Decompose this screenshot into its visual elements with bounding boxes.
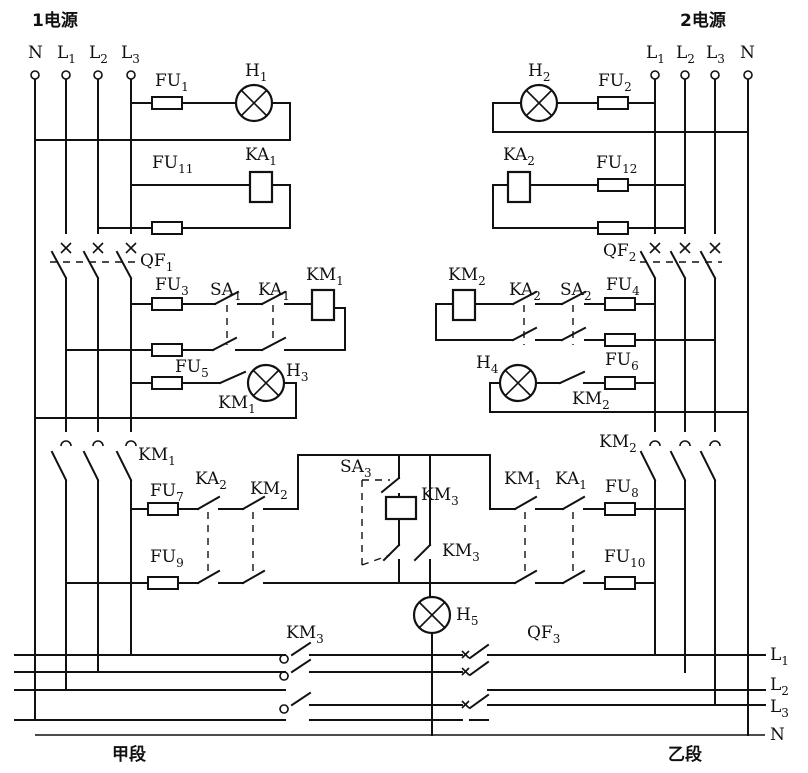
label-sa3: SA3 bbox=[340, 457, 372, 480]
fuse-fu2 bbox=[597, 96, 629, 110]
label-l2-right: L2 bbox=[676, 43, 695, 66]
title-section-a: 甲段 bbox=[112, 744, 146, 765]
label-out-l1: L1 bbox=[770, 645, 789, 668]
title-source1: 1电源 bbox=[32, 10, 78, 31]
fuse-fu1 bbox=[151, 96, 183, 110]
h2-circuit bbox=[492, 83, 749, 133]
label-km2-interlock: KM2 bbox=[250, 479, 288, 502]
label-km1-main: KM1 bbox=[138, 445, 176, 468]
fuse-h3 bbox=[151, 376, 183, 390]
label-fu12: FU12 bbox=[596, 153, 637, 176]
label-ka1: KA1 bbox=[245, 145, 277, 168]
source1-busbars bbox=[34, 79, 132, 721]
ka1-circuit bbox=[97, 170, 291, 235]
label-km2-main: KM2 bbox=[599, 432, 637, 455]
title-section-b: 乙段 bbox=[668, 744, 702, 765]
label-ka2: KA2 bbox=[503, 145, 535, 168]
coil-km1 bbox=[310, 288, 336, 322]
contactor-km3-main bbox=[279, 641, 312, 714]
label-out-l2: L2 bbox=[770, 675, 789, 698]
label-fu2: FU2 bbox=[598, 71, 632, 94]
label-fu3: FU3 bbox=[155, 275, 189, 298]
coil-km2 bbox=[451, 288, 477, 322]
label-h5: H5 bbox=[456, 605, 478, 628]
label-fu1: FU1 bbox=[155, 71, 189, 94]
label-sa1: SA1 bbox=[210, 280, 242, 303]
km1-control-circuit bbox=[34, 288, 346, 419]
label-l2-left: L2 bbox=[89, 43, 108, 66]
label-fu8: FU8 bbox=[605, 477, 639, 500]
fuse-fu8 bbox=[604, 502, 636, 516]
fuse-ka1-b bbox=[151, 221, 183, 235]
label-fu4: FU4 bbox=[606, 275, 640, 298]
fuse-fu9 bbox=[147, 576, 179, 590]
label-fu6: FU6 bbox=[605, 350, 639, 373]
label-fu10: FU10 bbox=[604, 547, 645, 570]
ka2-circuit bbox=[492, 170, 686, 235]
label-l3-right: L3 bbox=[706, 43, 725, 66]
label-l1-left: L1 bbox=[57, 43, 76, 66]
fuse-fu3 bbox=[151, 297, 183, 311]
label-km2-h4: KM2 bbox=[572, 389, 610, 412]
fuse-fu7 bbox=[147, 502, 179, 516]
source2-busbars bbox=[654, 79, 749, 736]
label-qf3: QF3 bbox=[527, 623, 560, 646]
label-n-right: N bbox=[740, 43, 755, 63]
label-km1-h3: KM1 bbox=[218, 393, 256, 416]
label-h2: H2 bbox=[528, 61, 550, 84]
fuse-ka2-b bbox=[597, 221, 629, 235]
label-km1-coil: KM1 bbox=[306, 265, 344, 288]
coil-ka1 bbox=[248, 170, 274, 204]
label-fu11: FU11 bbox=[152, 153, 193, 176]
label-km3-coil: KM3 bbox=[421, 485, 459, 508]
km2-control-circuit bbox=[435, 288, 749, 413]
fuse-fu10 bbox=[604, 576, 636, 590]
km3-control-circuit bbox=[65, 454, 686, 736]
label-n-left: N bbox=[28, 43, 43, 63]
label-h3: H3 bbox=[286, 361, 308, 384]
label-ka2-interlock: KA2 bbox=[195, 469, 227, 492]
label-fu9: FU9 bbox=[150, 547, 184, 570]
output-busbars bbox=[14, 654, 766, 736]
title-source2: 2电源 bbox=[680, 10, 726, 31]
breaker-qf1 bbox=[40, 234, 140, 280]
fuse-fu4 bbox=[604, 297, 636, 311]
breaker-qf3 bbox=[461, 643, 490, 710]
label-km2-coil: KM2 bbox=[448, 265, 486, 288]
coil-km3 bbox=[384, 495, 418, 521]
contactor-km2-main bbox=[639, 432, 725, 482]
fuse-fu12 bbox=[597, 178, 629, 192]
source2-terminals bbox=[650, 70, 753, 80]
label-qf1: QF1 bbox=[140, 251, 173, 274]
label-km1-interlock: KM1 bbox=[504, 469, 542, 492]
label-l1-right: L1 bbox=[646, 43, 665, 66]
label-out-l3: L3 bbox=[770, 697, 789, 720]
breaker-qf2 bbox=[639, 234, 725, 280]
label-fu7: FU7 bbox=[150, 481, 184, 504]
label-l3-left: L3 bbox=[121, 43, 140, 66]
fuse-km2-b bbox=[604, 333, 636, 347]
h1-circuit bbox=[34, 83, 291, 141]
coil-ka2 bbox=[506, 170, 532, 204]
label-qf2: QF2 bbox=[603, 241, 636, 264]
source1-terminals bbox=[30, 70, 136, 80]
label-ka1-contact: KA1 bbox=[258, 280, 290, 303]
label-h4: H4 bbox=[476, 353, 499, 376]
label-ka1-interlock: KA1 bbox=[555, 469, 587, 492]
label-ka2-contact: KA2 bbox=[509, 280, 541, 303]
label-km3-main: KM3 bbox=[286, 623, 324, 646]
label-sa2: SA2 bbox=[560, 280, 592, 303]
label-km3-contact: KM3 bbox=[442, 541, 480, 564]
contactor-km1-main bbox=[40, 432, 140, 482]
label-fu5: FU5 bbox=[175, 357, 209, 380]
fuse-fu6 bbox=[604, 376, 636, 390]
fuse-fu5 bbox=[151, 343, 183, 357]
label-h1: H1 bbox=[245, 61, 267, 84]
label-out-n: N bbox=[770, 725, 785, 745]
